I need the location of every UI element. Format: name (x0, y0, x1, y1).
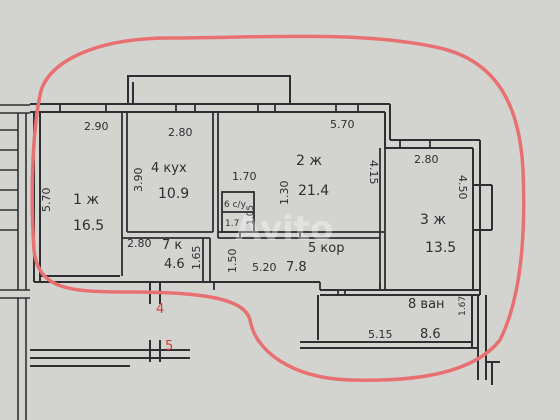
red-outline (30, 34, 526, 382)
room-8-side: 1.67 (458, 296, 468, 316)
room-1-width: 2.90 (84, 120, 109, 133)
watermark-logo: Avito (235, 209, 334, 249)
room-7-width: 2.80 (127, 237, 152, 250)
room-2-side: 4.15 (367, 160, 380, 185)
room-2-number: 2 ж (296, 153, 322, 169)
room-8-number: 8 ван (408, 297, 445, 312)
room-5-number: 5 кор (308, 241, 344, 256)
room-1-number: 1 ж (73, 192, 99, 208)
room-1-labels: 1 ж 16.5 2.90 5.70 (40, 120, 109, 234)
red-annotation-5: 5 (165, 339, 173, 354)
room-7-side: 1.65 (190, 246, 203, 271)
room-8-length: 5.15 (368, 328, 393, 341)
partitions (59, 104, 431, 295)
room-3-width: 2.80 (414, 153, 439, 166)
room-3-number: 3 ж (420, 212, 446, 228)
left-strip (0, 104, 30, 420)
room-2-labels: 2 ж 21.4 5.70 4.15 1.70 1.30 (232, 118, 380, 205)
room-5-length: 5.20 (252, 261, 277, 274)
room-1-length: 5.70 (40, 188, 53, 213)
room-6-area: 1.7 (225, 219, 239, 229)
room-7-labels: 7 к 4.6 2.80 1.65 (127, 237, 203, 272)
room-8-labels: 8 ван 8.6 5.15 1.67 (368, 296, 468, 342)
room-7-number: 7 к (162, 238, 182, 253)
red-annotation-4: 4 (156, 302, 164, 317)
dim-1-70: 1.70 (232, 170, 257, 183)
dim-1-30: 1.30 (278, 181, 291, 206)
room-2-area: 21.4 (298, 183, 329, 199)
room-3-labels: 3 ж 13.5 2.80 4.50 (414, 153, 469, 256)
room-4-width: 2.80 (168, 126, 193, 139)
room-5-labels: 5 кор 7.8 5.20 1.50 (226, 241, 344, 275)
room-4-length: 3.90 (132, 168, 145, 193)
room-7-area: 4.6 (164, 257, 185, 272)
room-8-area: 8.6 (420, 327, 441, 342)
room-3-area: 13.5 (425, 240, 456, 256)
dim-1-50: 1.50 (226, 249, 239, 274)
room-6-number: 6 с/у (224, 200, 247, 210)
room-5-area: 7.8 (286, 260, 307, 275)
room-4-labels: 4 кух 10.9 2.80 3.90 (132, 126, 193, 202)
room-3-length: 4.50 (456, 175, 469, 200)
room-6-side: 1.05 (246, 205, 256, 225)
room-6-labels: 6 с/у 1.7 1.05 (224, 200, 256, 229)
room-4-number: 4 кух (151, 161, 187, 176)
room-4-area: 10.9 (158, 186, 189, 202)
room-1-area: 16.5 (73, 218, 104, 234)
room-2-width: 5.70 (330, 118, 355, 131)
